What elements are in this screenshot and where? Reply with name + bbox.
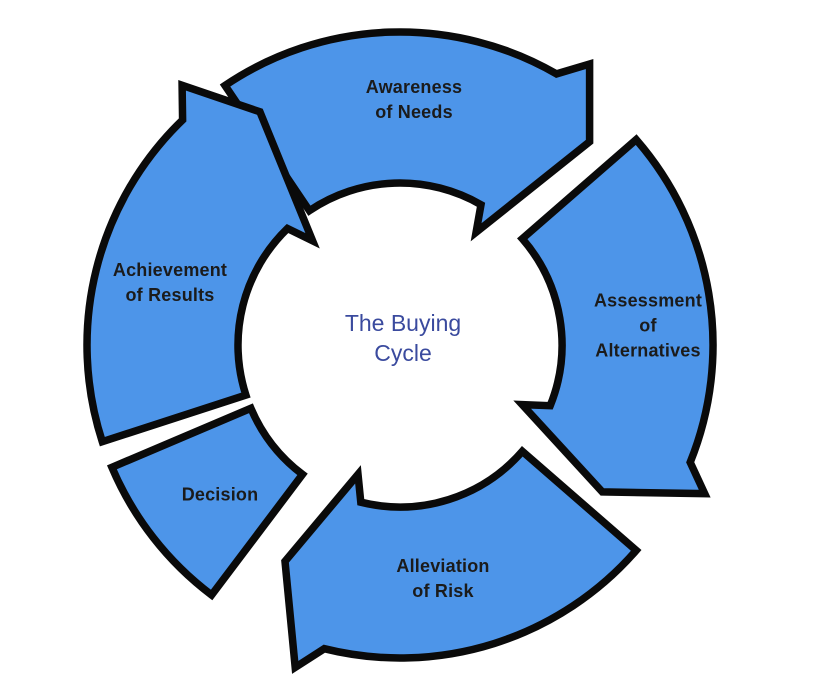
label-awareness-of-needs: Awareness of Needs bbox=[365, 77, 463, 122]
diagram-center-title: The Buying Cycle bbox=[344, 310, 462, 366]
segment-decision bbox=[106, 403, 308, 601]
label-alleviation-of-risk: Alleviation of Risk bbox=[396, 556, 490, 601]
arrow-alleviation-of-risk bbox=[281, 446, 642, 674]
arrow-assessment-of-alternatives bbox=[513, 134, 717, 498]
label-achievement-of-results: Achievement of Results bbox=[112, 260, 228, 305]
arrow-awareness-of-needs bbox=[219, 28, 594, 242]
label-decision: Decision bbox=[181, 484, 259, 505]
arrow-achievement-of-results bbox=[83, 80, 320, 447]
label-assessment-of-alternatives: Assessment of Alternatives bbox=[593, 290, 703, 361]
